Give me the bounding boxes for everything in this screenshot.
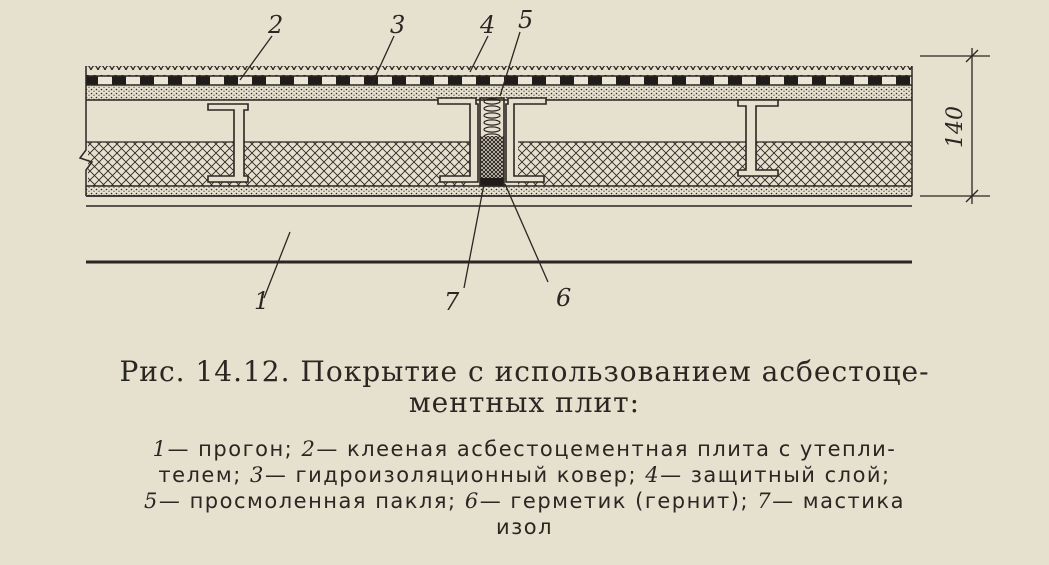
legend-num-4: 4 (645, 463, 661, 487)
legend-num-2: 2 (301, 437, 317, 461)
bottom-asbestos-sheet (86, 187, 912, 196)
legend-num-6: 6 (464, 489, 480, 513)
dimension-line (920, 48, 990, 204)
legend-text-1: прогон; (198, 437, 294, 461)
callout-4: 4 (479, 11, 495, 39)
oakum (480, 98, 504, 136)
callout-7: 7 (444, 288, 460, 316)
legend-num-1: 1 (152, 437, 168, 461)
callout-1: 1 (254, 287, 269, 315)
dimension-label: 140 (943, 106, 968, 148)
legend-text-2: клееная асбестоцементная плита с утепли- (347, 437, 897, 461)
legend-num-7: 7 (757, 489, 773, 513)
legend-text-2-cont: телем; (158, 463, 242, 487)
mastic (480, 178, 504, 186)
callout-3: 3 (390, 11, 405, 39)
plate-rib-left (207, 103, 249, 183)
plate-joint (437, 97, 547, 187)
insulation-left (88, 142, 470, 186)
callout-5: 5 (518, 6, 533, 34)
plate-rib-right (737, 99, 779, 177)
roof-section-drawing: 1 2 3 4 5 6 7 140 (78, 6, 990, 316)
caption-title-line1: Рис. 14.12. Покрытие с использованием ас… (119, 355, 930, 388)
caption-title-line2: ментных плит: (408, 386, 641, 419)
sealant (480, 136, 504, 178)
break-mark (78, 66, 94, 196)
callout-6: 6 (556, 284, 571, 312)
callout-2: 2 (267, 11, 283, 39)
legend-text-7-cont: изол (495, 515, 554, 539)
waterproof-membrane (86, 76, 912, 85)
protective-layer (86, 66, 912, 76)
figure-caption-title: Рис. 14.12. Покрытие с использованием ас… (60, 356, 989, 418)
legend-text-5: просмоленная пакля; (189, 489, 457, 513)
legend-num-5: 5 (144, 489, 159, 513)
insulation-right (518, 142, 912, 186)
legend-text-3: гидроизоляционный ковер; (295, 463, 638, 487)
legend-num-3: 3 (249, 463, 265, 487)
figure-legend: 1— прогон; 2— клееная асбестоцементная п… (144, 437, 905, 539)
legend-text-4: защитный слой; (690, 463, 891, 487)
top-asbestos-sheet (86, 86, 912, 100)
legend-text-7: мастика (802, 489, 905, 513)
legend-text-6: герметик (гернит); (510, 489, 750, 513)
